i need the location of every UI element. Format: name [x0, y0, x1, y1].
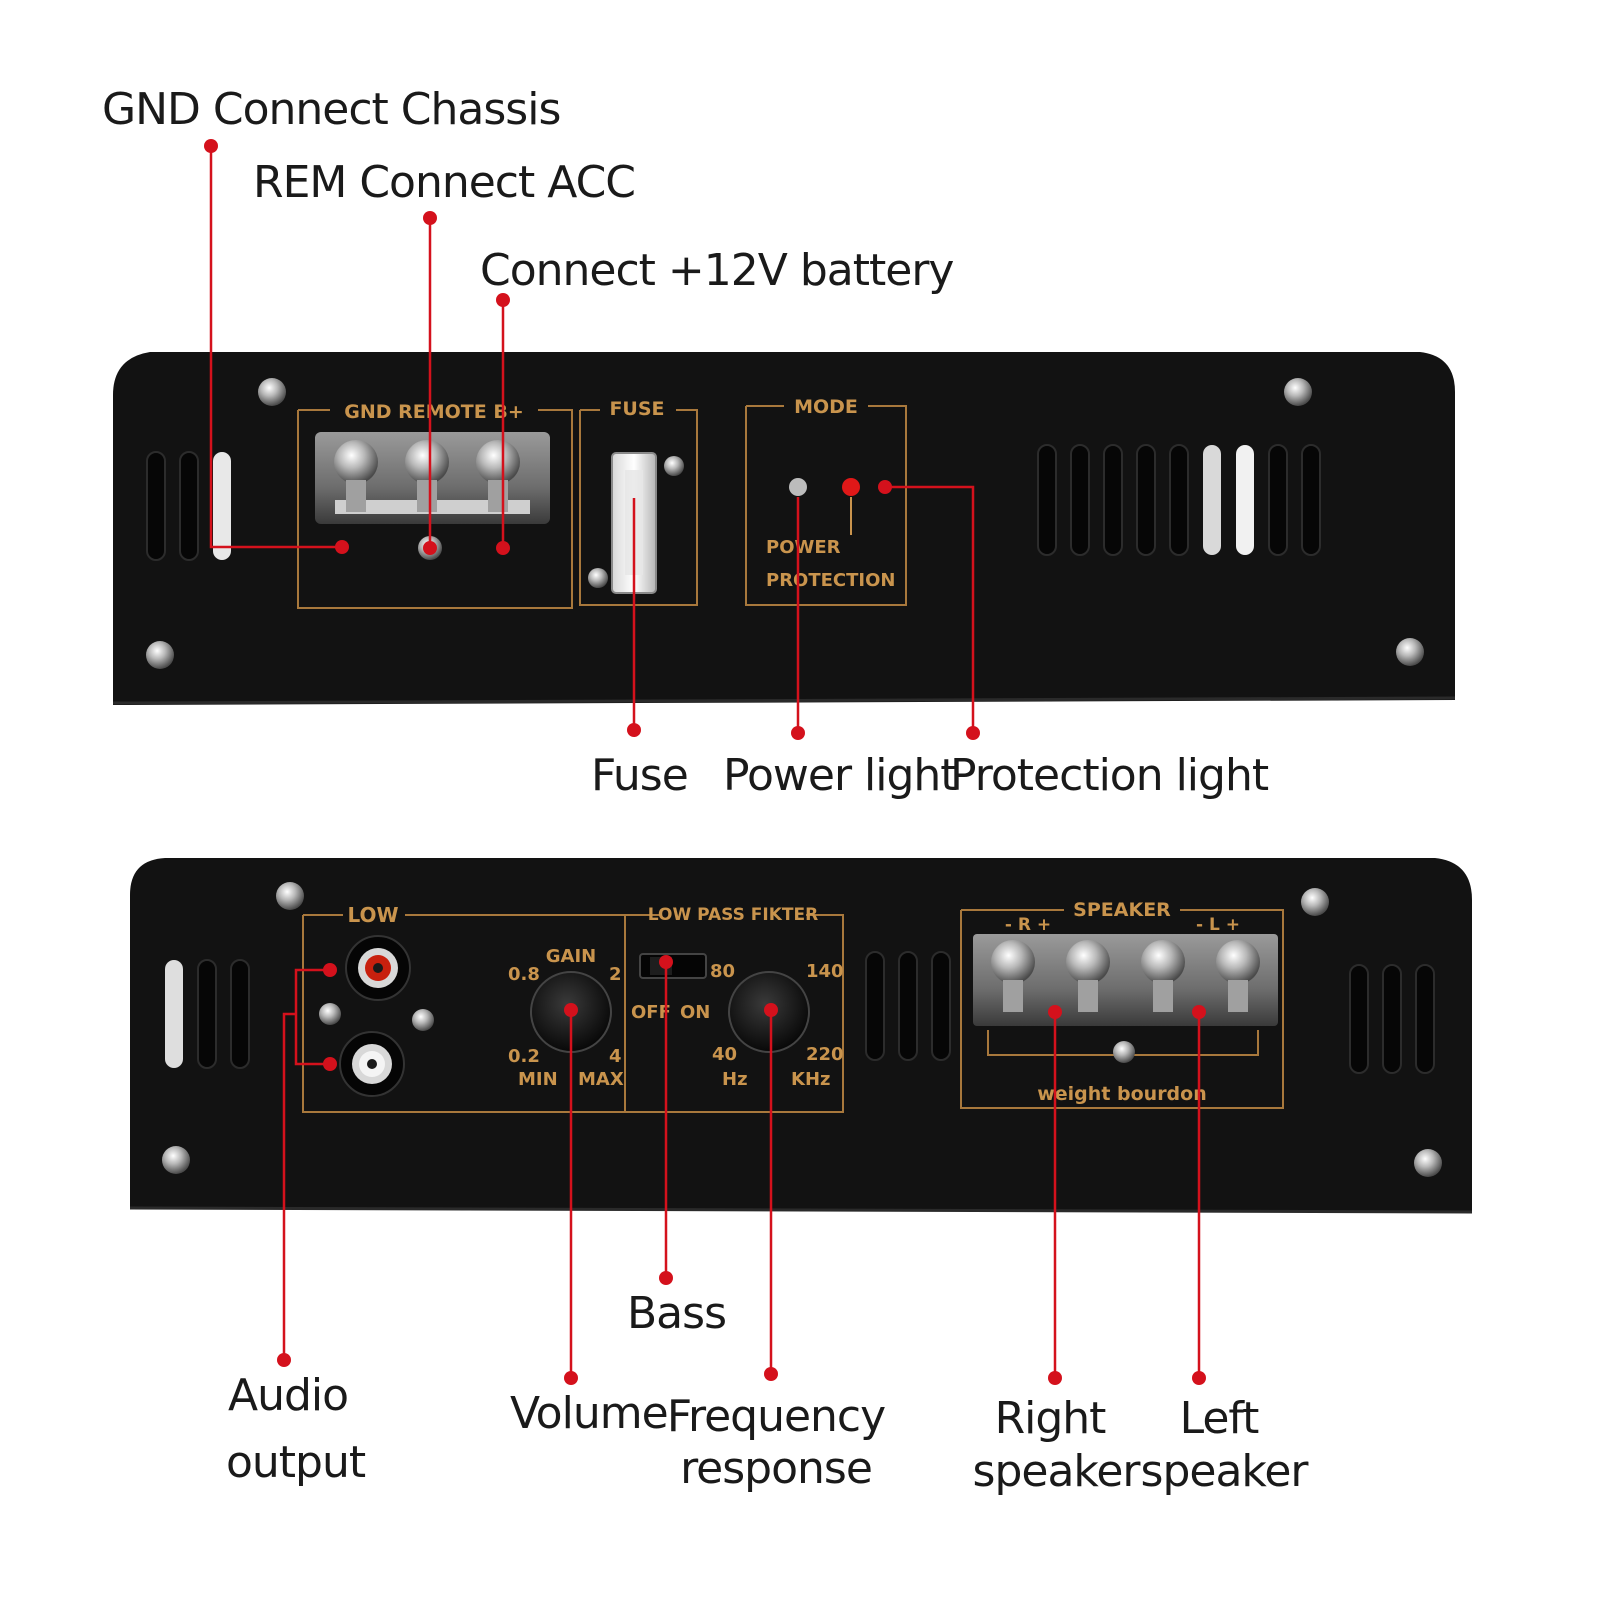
right-speaker-callout-line1: Right — [995, 1393, 1107, 1444]
power-text: POWER — [766, 537, 841, 558]
audio-callout-line1: Audio — [228, 1370, 348, 1421]
freq-scale-80: 80 — [710, 961, 735, 982]
protection-text: PROTECTION — [766, 570, 895, 591]
bottom-callout-labels: Audio output Bass Volume Frequency respo… — [226, 1288, 1310, 1497]
rem-callout: REM Connect ACC — [253, 157, 635, 208]
terminal-label: GND REMOTE B+ — [344, 401, 524, 423]
speaker-terminal-panel: SPEAKER - R + - L + weight bourdon — [960, 899, 1284, 1109]
top-left-vents — [146, 451, 231, 561]
top-screws — [146, 378, 1424, 669]
gnd-leader — [209, 146, 342, 549]
gnd-terminal-screw — [334, 440, 378, 512]
fuse-label: FUSE — [609, 398, 664, 420]
bottom-right-vents — [1349, 964, 1435, 1074]
gain-label: GAIN — [546, 946, 596, 967]
rca-red-jack — [345, 935, 411, 1001]
bottom-leader-lines — [277, 955, 1206, 1385]
freq-scale-220: 220 — [806, 1044, 844, 1065]
gain-min: MIN — [518, 1069, 558, 1090]
bottom-screws — [162, 882, 1442, 1177]
fuse-callout: Fuse — [591, 750, 688, 801]
bottom-amplifier-panel: LOW GAIN 0.8 2 0.2 4 MIN — [129, 858, 1473, 1214]
freq-unit-khz: KHz — [791, 1069, 831, 1090]
bass-switch — [639, 953, 707, 979]
switch-on-label: ON — [680, 1002, 710, 1023]
protection-led — [842, 478, 860, 496]
gain-scale-02: 0.2 — [508, 1046, 540, 1067]
gain-scale-2: 2 — [609, 964, 622, 985]
freq-scale-40: 40 — [712, 1044, 737, 1065]
gain-scale-4: 4 — [609, 1046, 622, 1067]
remote-terminal-screw — [405, 440, 449, 512]
power-terminal-block: GND REMOTE B+ — [297, 401, 573, 609]
speaker-right-polarity: - R + — [1005, 915, 1051, 935]
frequency-callout-line2: response — [680, 1443, 872, 1494]
top-right-vents — [1037, 444, 1321, 556]
volume-callout: Volume — [510, 1388, 668, 1439]
gain-max: MAX — [578, 1069, 624, 1090]
top-leader-lines — [204, 139, 980, 740]
speaker-left-polarity: - L + — [1196, 915, 1240, 935]
filter-label: LOW PASS FIKTER — [648, 905, 818, 925]
speaker-label: SPEAKER — [1073, 899, 1171, 921]
battery-callout: Connect +12V battery — [480, 245, 953, 296]
right-speaker-callout-line2: speaker — [973, 1446, 1142, 1497]
power-led — [789, 478, 807, 496]
top-amplifier-panel: GND REMOTE B+ FUSE — [112, 352, 1456, 705]
rca-white-jack — [339, 1031, 405, 1097]
top-callout-labels: GND Connect Chassis REM Connect ACC Conn… — [102, 84, 1270, 801]
power-light-callout: Power light — [723, 750, 957, 801]
frequency-callout-line1: Frequency — [667, 1391, 885, 1442]
gain-scale-08: 0.8 — [508, 964, 540, 985]
protection-light-leader — [885, 485, 975, 733]
audio-output-leader — [282, 1012, 296, 1360]
weight-bourdon-text: weight bourdon — [1037, 1083, 1207, 1105]
freq-scale-140: 140 — [806, 961, 844, 982]
mode-label: MODE — [794, 396, 858, 418]
low-label: LOW — [347, 903, 398, 927]
bass-callout: Bass — [627, 1288, 726, 1339]
freq-unit-hz: Hz — [722, 1069, 748, 1090]
protection-light-callout: Protection light — [950, 750, 1269, 801]
bottom-mid-vents — [865, 951, 951, 1061]
left-speaker-callout-line2: speaker — [1141, 1446, 1310, 1497]
audio-output-bracket — [294, 968, 330, 1066]
switch-off-label: OFF — [631, 1002, 671, 1023]
fuse-holder: FUSE — [579, 398, 698, 606]
gnd-callout: GND Connect Chassis — [102, 84, 560, 135]
low-input-panel: LOW GAIN 0.8 2 0.2 4 MIN — [302, 903, 626, 1113]
bottom-left-vents — [165, 959, 250, 1069]
speaker-terminal-screws — [991, 940, 1260, 1012]
left-speaker-callout-line1: Left — [1180, 1393, 1260, 1444]
audio-callout-line2: output — [226, 1437, 366, 1488]
